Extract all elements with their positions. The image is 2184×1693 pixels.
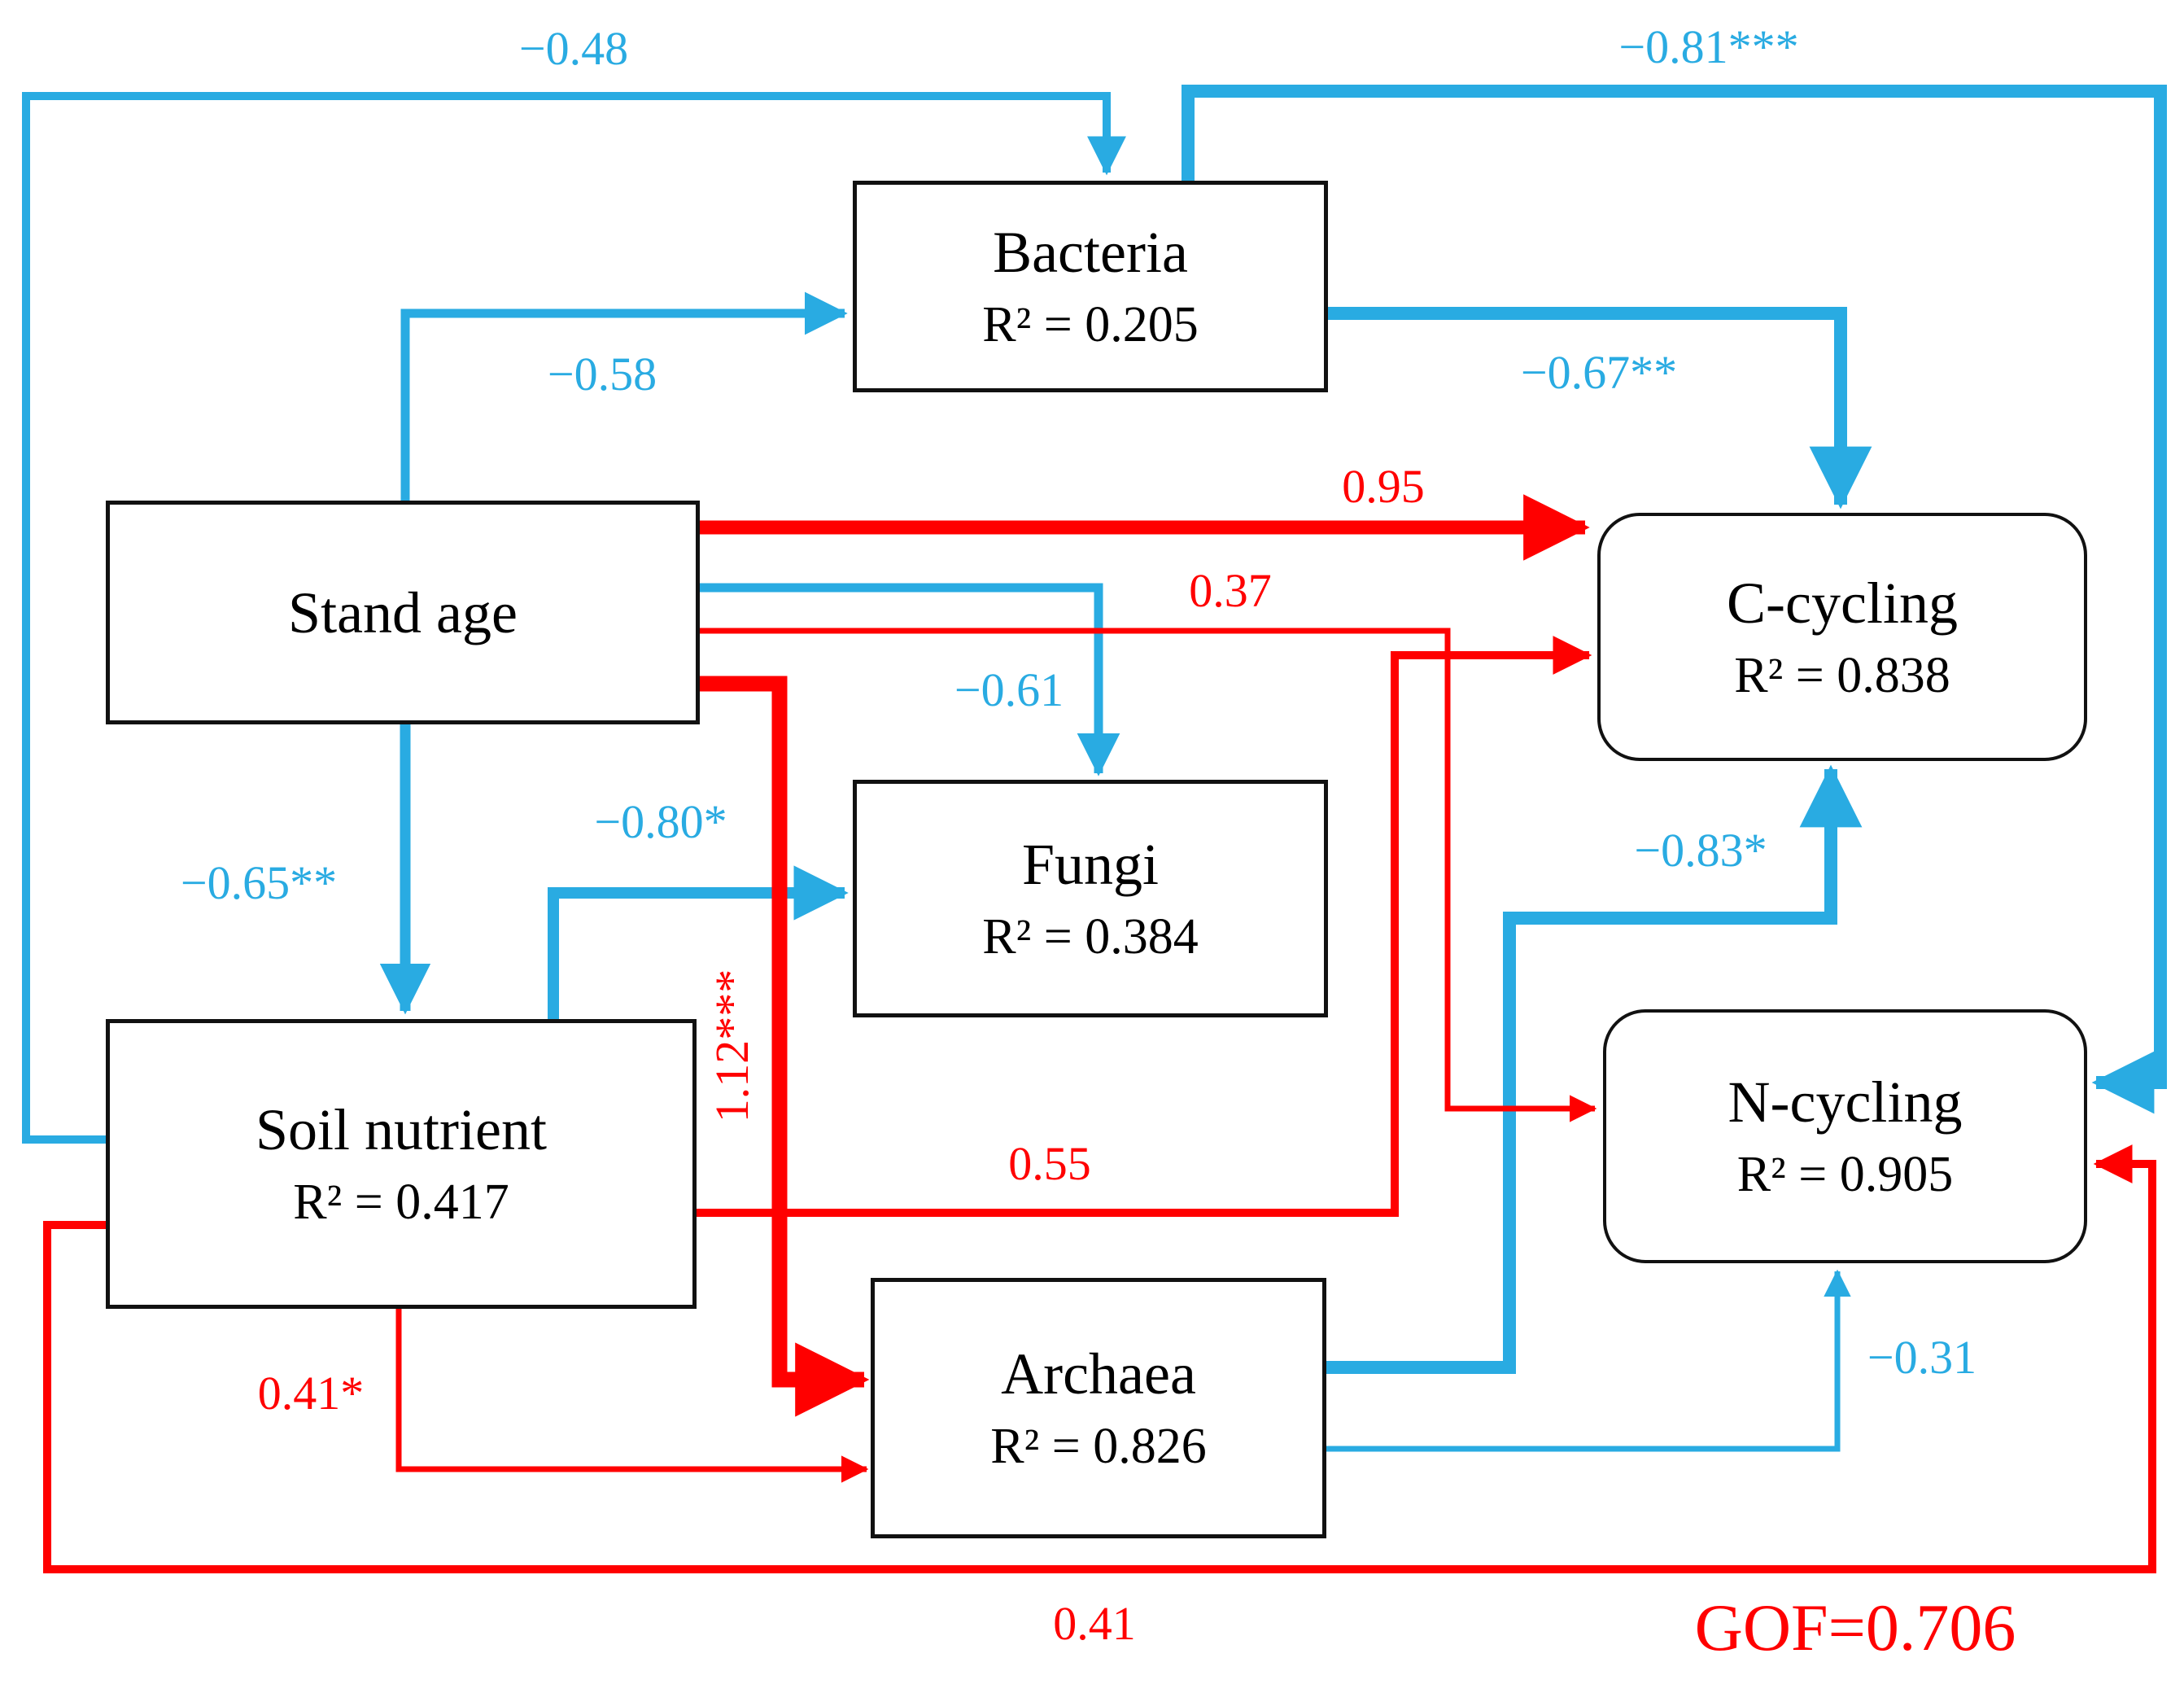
edge-label-stand-age-to-fungi: −0.61 bbox=[954, 663, 1064, 716]
node-soil-nutrient: Soil nutrient R² = 0.417 bbox=[106, 1019, 697, 1309]
edge-stand-age-to-bacteria bbox=[400, 291, 848, 501]
edge-soil-nutrient-to-archaea bbox=[395, 1309, 869, 1483]
edge-soil-nutrient-to-c-cycling bbox=[697, 635, 1592, 1217]
edge-stand-age-to-fungi bbox=[700, 583, 1120, 777]
edge-label-stand-age-to-archaea: 1.12*** bbox=[705, 969, 758, 1123]
edge-label-stand-age-to-bacteria: −0.58 bbox=[547, 348, 657, 400]
edge-label-soil-nutrient-to-bacteria: −0.48 bbox=[518, 22, 629, 75]
node-n-cycling: N-cycling R² = 0.905 bbox=[1603, 1009, 2087, 1263]
edge-bacteria-to-c-cycling bbox=[1328, 307, 1872, 510]
edge-label-soil-nutrient-to-archaea: 0.41* bbox=[257, 1367, 365, 1420]
edge-soil-nutrient-to-fungi bbox=[548, 865, 849, 1019]
edge-archaea-to-n-cycling bbox=[1326, 1269, 1851, 1452]
node-stand-age-label: Stand age bbox=[288, 580, 518, 645]
edge-stand-age-to-n-cycling bbox=[700, 628, 1597, 1122]
node-soil-nutrient-label: Soil nutrient bbox=[256, 1097, 547, 1162]
edge-archaea-to-c-cycling bbox=[1326, 764, 1863, 1374]
edge-label-archaea-to-n-cycling: −0.31 bbox=[1867, 1331, 1977, 1384]
edge-label-archaea-to-c-cycling: −0.83* bbox=[1634, 824, 1767, 877]
node-archaea: Archaea R² = 0.826 bbox=[871, 1278, 1326, 1538]
node-fungi-label: Fungi bbox=[1021, 832, 1160, 897]
node-n-cycling-label: N-cycling bbox=[1728, 1070, 1963, 1135]
edge-label-bacteria-to-c-cycling: −0.67** bbox=[1520, 346, 1678, 399]
edge-soil-nutrient-to-bacteria bbox=[22, 92, 1127, 1144]
edge-label-stand-age-to-n-cycling: 0.37 bbox=[1189, 564, 1272, 617]
edge-bacteria-to-n-cycling bbox=[1182, 85, 2167, 1114]
node-c-cycling: C-cycling R² = 0.838 bbox=[1597, 513, 2087, 761]
node-bacteria-r2: R² = 0.205 bbox=[982, 297, 1199, 352]
node-fungi: Fungi R² = 0.384 bbox=[853, 780, 1328, 1017]
node-archaea-r2: R² = 0.826 bbox=[990, 1419, 1207, 1474]
node-stand-age: Stand age bbox=[106, 501, 700, 724]
edge-soil-nutrient-to-n-cycling bbox=[43, 1144, 2156, 1573]
edge-label-soil-nutrient-to-c-cycling: 0.55 bbox=[1008, 1137, 1091, 1190]
node-n-cycling-r2: R² = 0.905 bbox=[1736, 1147, 1954, 1202]
node-fungi-r2: R² = 0.384 bbox=[982, 909, 1199, 965]
node-bacteria-label: Bacteria bbox=[993, 220, 1188, 285]
edge-label-soil-nutrient-to-n-cycling: 0.41 bbox=[1053, 1597, 1136, 1650]
edge-label-stand-age-to-c-cycling: 0.95 bbox=[1342, 460, 1425, 513]
node-archaea-label: Archaea bbox=[1001, 1341, 1196, 1406]
node-bacteria: Bacteria R² = 0.205 bbox=[853, 181, 1328, 392]
edge-stand-age-to-archaea bbox=[700, 676, 870, 1417]
node-c-cycling-r2: R² = 0.838 bbox=[1734, 647, 1950, 703]
gof-label: GOF=0.706 bbox=[1694, 1590, 2016, 1665]
node-soil-nutrient-r2: R² = 0.417 bbox=[293, 1175, 509, 1230]
edge-label-bacteria-to-n-cycling: −0.81*** bbox=[1618, 20, 1799, 73]
node-c-cycling-label: C-cycling bbox=[1727, 570, 1958, 636]
edge-label-stand-age-to-soil-nutrient: −0.65** bbox=[180, 856, 338, 909]
edge-label-soil-nutrient-to-fungi: −0.80* bbox=[594, 795, 727, 848]
